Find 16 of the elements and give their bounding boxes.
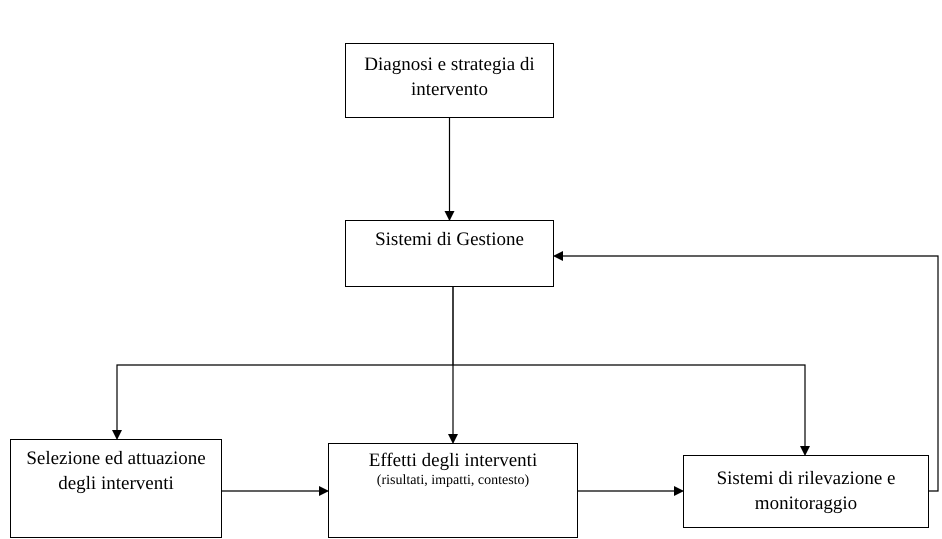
arrow [222, 486, 329, 496]
arrow [553, 251, 939, 492]
node-text: Sistemi di Gestione [375, 228, 524, 252]
node-text: Effetti degli interventi [368, 449, 538, 473]
process-box [328, 443, 578, 538]
process-box [345, 220, 554, 287]
process-box [683, 455, 929, 528]
node-text: Diagnosi e strategia di intervento [363, 53, 536, 102]
process-box [10, 439, 222, 538]
node-text: Sistemi di rilevazione e monitoraggio [716, 467, 896, 516]
process-box [345, 43, 554, 118]
arrow [578, 486, 684, 496]
node-text: Selezione ed attuazione degli interventi [25, 447, 207, 496]
arrow [452, 287, 810, 456]
node-subtext: (risultati, impatti, contesto) [376, 473, 530, 489]
arrow [444, 118, 454, 221]
